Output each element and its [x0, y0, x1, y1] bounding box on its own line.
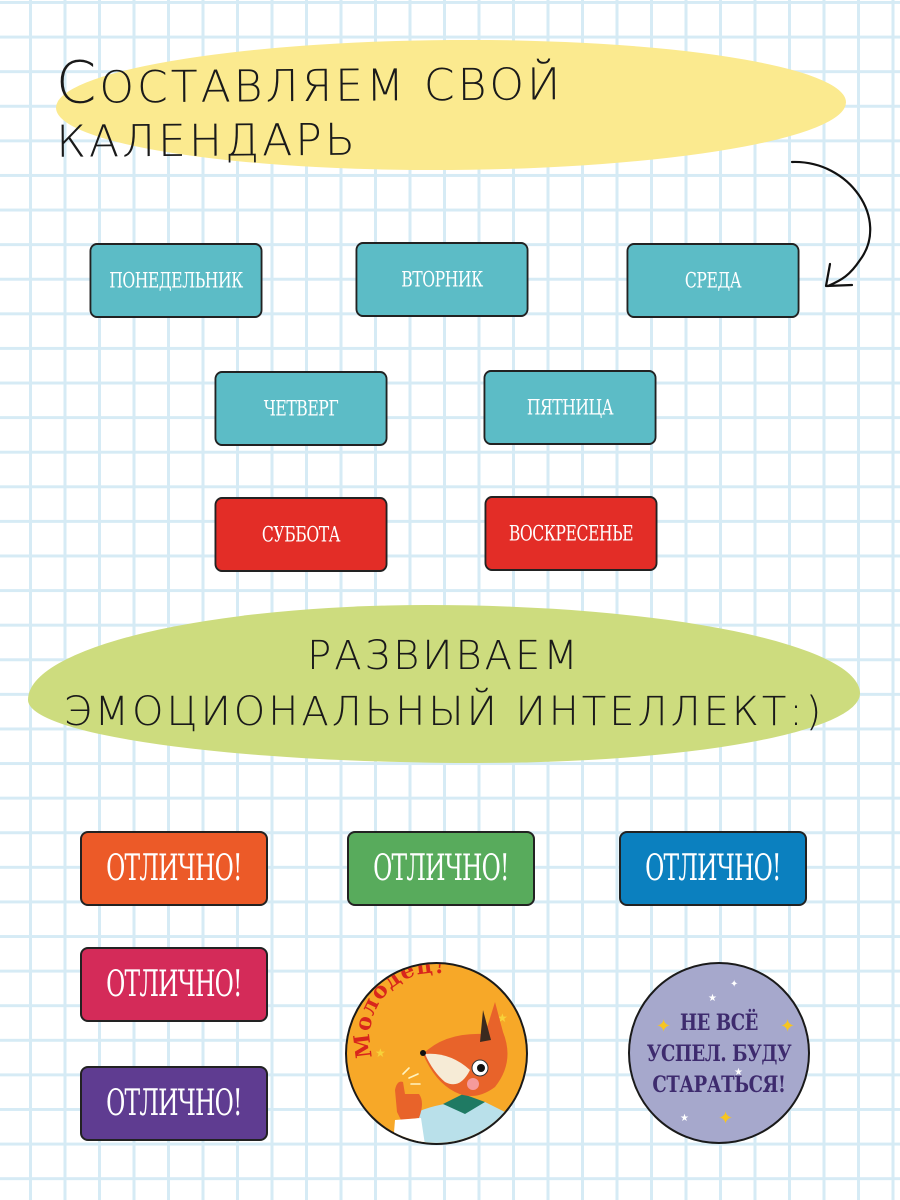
emotions-heading-blob: Развиваем эмоциональный интеллект:) — [28, 605, 860, 763]
star-icon: ★ — [734, 1067, 743, 1078]
day-tag-wednesday[interactable]: Среда — [626, 243, 800, 318]
sparkle-icon: ✦ — [718, 1108, 734, 1129]
curved-arrow-icon — [790, 160, 872, 288]
praise-card-pink[interactable]: Отлично! — [80, 947, 268, 1022]
day-tag-label: Пятница — [526, 395, 614, 420]
star-icon: ★ — [708, 993, 717, 1004]
star-icon: ★ — [680, 1113, 689, 1124]
day-tag-thursday[interactable]: Четверг — [214, 371, 388, 446]
day-tag-label: Четверг — [263, 396, 339, 421]
sparkle-icon: ✦ — [780, 1016, 796, 1037]
fox-thumbs-up-icon: Молодец! ★ ★ — [349, 962, 510, 1143]
day-tag-label: Суббота — [261, 522, 341, 547]
emotions-heading-line2: эмоциональный интеллект:) — [63, 689, 825, 735]
badge-text-line2: успел. Буду — [646, 1041, 792, 1067]
day-tag-label: Вторник — [401, 267, 483, 292]
calendar-heading-title: Составляем свой календарь — [55, 47, 564, 168]
praise-card-green[interactable]: Отлично! — [347, 831, 535, 906]
day-tag-sunday[interactable]: Воскресенье — [484, 496, 658, 571]
day-tag-tuesday[interactable]: Вторник — [355, 242, 529, 317]
badge-ne-vse-uspel-text: Не всё успел. Буду стараться! — [630, 1008, 808, 1101]
star-icon: ✦ — [730, 979, 739, 990]
praise-card-orange[interactable]: Отлично! — [80, 831, 268, 906]
praise-card-blue[interactable]: Отлично! — [619, 831, 807, 906]
svg-text:Молодец!: Молодец! — [349, 962, 447, 1060]
day-tag-saturday[interactable]: Суббота — [214, 497, 388, 572]
day-tag-label: Воскресенье — [508, 521, 634, 546]
day-tag-label: Понедельник — [109, 268, 243, 293]
badge-molodets-text: Молодец! — [349, 964, 446, 1060]
badge-molodets[interactable]: Молодец! ★ ★ — [345, 962, 528, 1145]
svg-text:★: ★ — [497, 1011, 508, 1025]
praise-card-label: Отлично! — [106, 1082, 242, 1125]
calendar-heading-blob: Составляем свой календарь — [55, 37, 847, 173]
svg-text:★: ★ — [375, 1046, 386, 1060]
badge-ne-vse-uspel[interactable]: ✦ ✦ ✦ ✦ ★ ★ ✦ ★ Не всё успел. Буду стара… — [628, 962, 810, 1144]
day-tag-friday[interactable]: Пятница — [483, 370, 657, 445]
praise-card-label: Отлично! — [645, 847, 781, 890]
star-icon: ✦ — [790, 1111, 799, 1122]
praise-card-label: Отлично! — [106, 847, 242, 890]
praise-card-label: Отлично! — [106, 963, 242, 1006]
praise-card-label: Отлично! — [373, 847, 509, 890]
day-tag-label: Среда — [684, 268, 742, 293]
praise-card-purple[interactable]: Отлично! — [80, 1066, 268, 1141]
badge-text-line3: стараться! — [652, 1072, 786, 1098]
badge-text-line1: Не всё — [680, 1010, 758, 1036]
emotions-heading-line1: Развиваем — [307, 633, 581, 679]
sparkle-icon: ✦ — [656, 1016, 672, 1037]
day-tag-monday[interactable]: Понедельник — [89, 243, 263, 318]
